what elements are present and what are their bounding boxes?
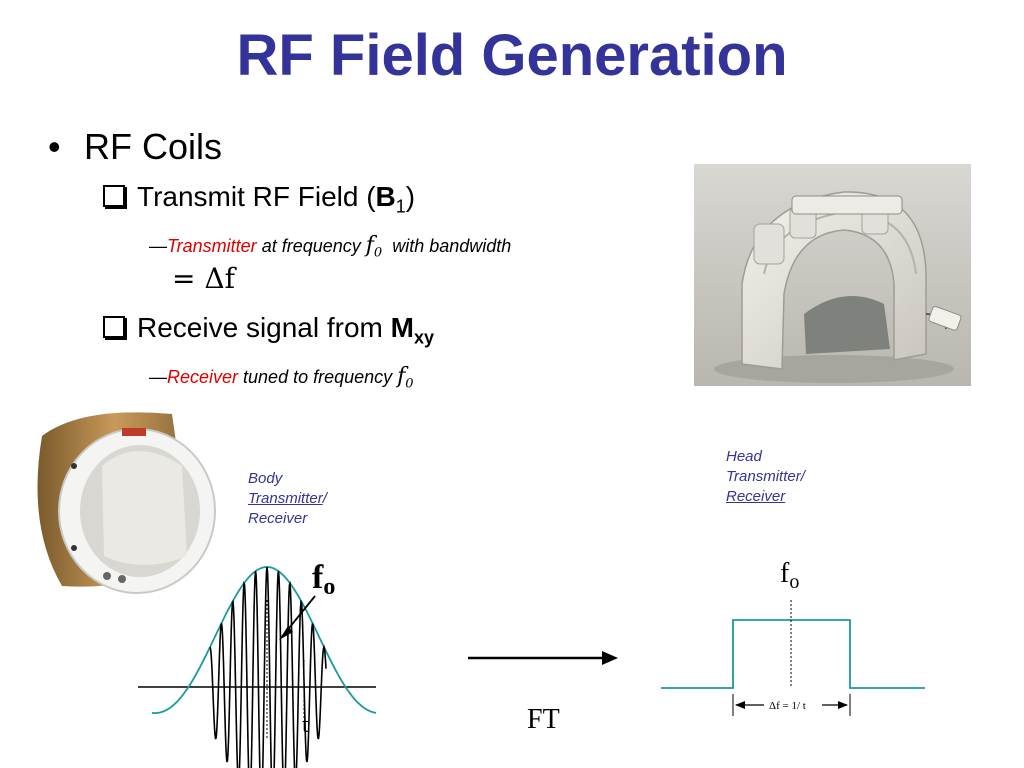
body-label-line3: Receiver xyxy=(248,510,308,527)
rf-carrier-wave xyxy=(209,566,327,768)
checkbox-bullet-icon xyxy=(103,185,125,207)
bw-arrowhead-left-icon xyxy=(735,701,745,709)
transmitter-text: at frequency xyxy=(256,236,366,256)
checkbox-bullet-icon xyxy=(103,316,125,338)
body-label-line1: Body xyxy=(248,470,283,487)
arrowhead-icon xyxy=(279,626,293,640)
transmitter-word: Transmitter xyxy=(167,236,257,256)
ft-label: FT xyxy=(527,704,560,735)
freq-subscript: 0 xyxy=(373,245,383,261)
ft-arrow-head-icon xyxy=(602,651,618,665)
bullet-marker: • xyxy=(48,126,61,167)
bandwidth-text: with bandwidth xyxy=(382,236,512,256)
bullet-text: RF Coils xyxy=(84,126,223,167)
bw-arrowhead-right-icon xyxy=(838,701,848,709)
receive-label: Receive signal from xyxy=(137,312,391,343)
time-axis-label: t xyxy=(302,712,309,738)
head-label-line2: Transmitter/ xyxy=(726,468,805,485)
transmit-close: ) xyxy=(405,181,416,212)
mxy-subscript: xy xyxy=(413,327,435,348)
rect-spectrum xyxy=(661,619,925,689)
head-coil-photo xyxy=(694,164,971,386)
head-label-line3: Receiver xyxy=(726,488,786,505)
transmitter-detail: —Transmitter at frequency f0 with bandwi… xyxy=(149,233,511,261)
spectrum-freq-label: fo xyxy=(780,558,799,593)
mxy-symbol: M xyxy=(390,312,414,343)
receiver-text: tuned to frequency xyxy=(238,367,398,387)
receiver-detail: —Receiver tuned to frequency f0 xyxy=(149,364,414,392)
freq-symbol: f xyxy=(365,233,374,258)
dash-marker: — xyxy=(149,367,167,387)
body-coil-label: Body Transmitter/ Receiver xyxy=(248,469,327,529)
sinc-envelope xyxy=(151,566,377,714)
bandwidth-label: Δf = 1/ t xyxy=(769,700,806,712)
head-coil-label: Head Transmitter/ Receiver xyxy=(726,447,805,507)
body-coil-photo xyxy=(37,412,216,594)
head-label-line1: Head xyxy=(726,448,762,465)
receive-item: Receive signal from Mxy xyxy=(103,312,434,349)
bandwidth-value: = Δf xyxy=(172,262,235,295)
transmit-item: Transmit RF Field (B1) xyxy=(103,181,415,218)
freq-subscript: 0 xyxy=(405,376,414,392)
b1-symbol: B xyxy=(375,181,396,212)
bullet-rf-coils: • RF Coils xyxy=(48,126,222,168)
slide-title: RF Field Generation xyxy=(236,23,788,88)
body-label-line2: Transmitter/ xyxy=(248,490,327,507)
freq-symbol: f xyxy=(397,364,406,389)
transmit-label: Transmit RF Field ( xyxy=(137,181,376,212)
b1-subscript: 1 xyxy=(395,196,406,217)
time-freq-label: fo xyxy=(312,559,335,600)
dash-marker: — xyxy=(149,236,167,256)
receiver-word: Receiver xyxy=(167,367,239,387)
